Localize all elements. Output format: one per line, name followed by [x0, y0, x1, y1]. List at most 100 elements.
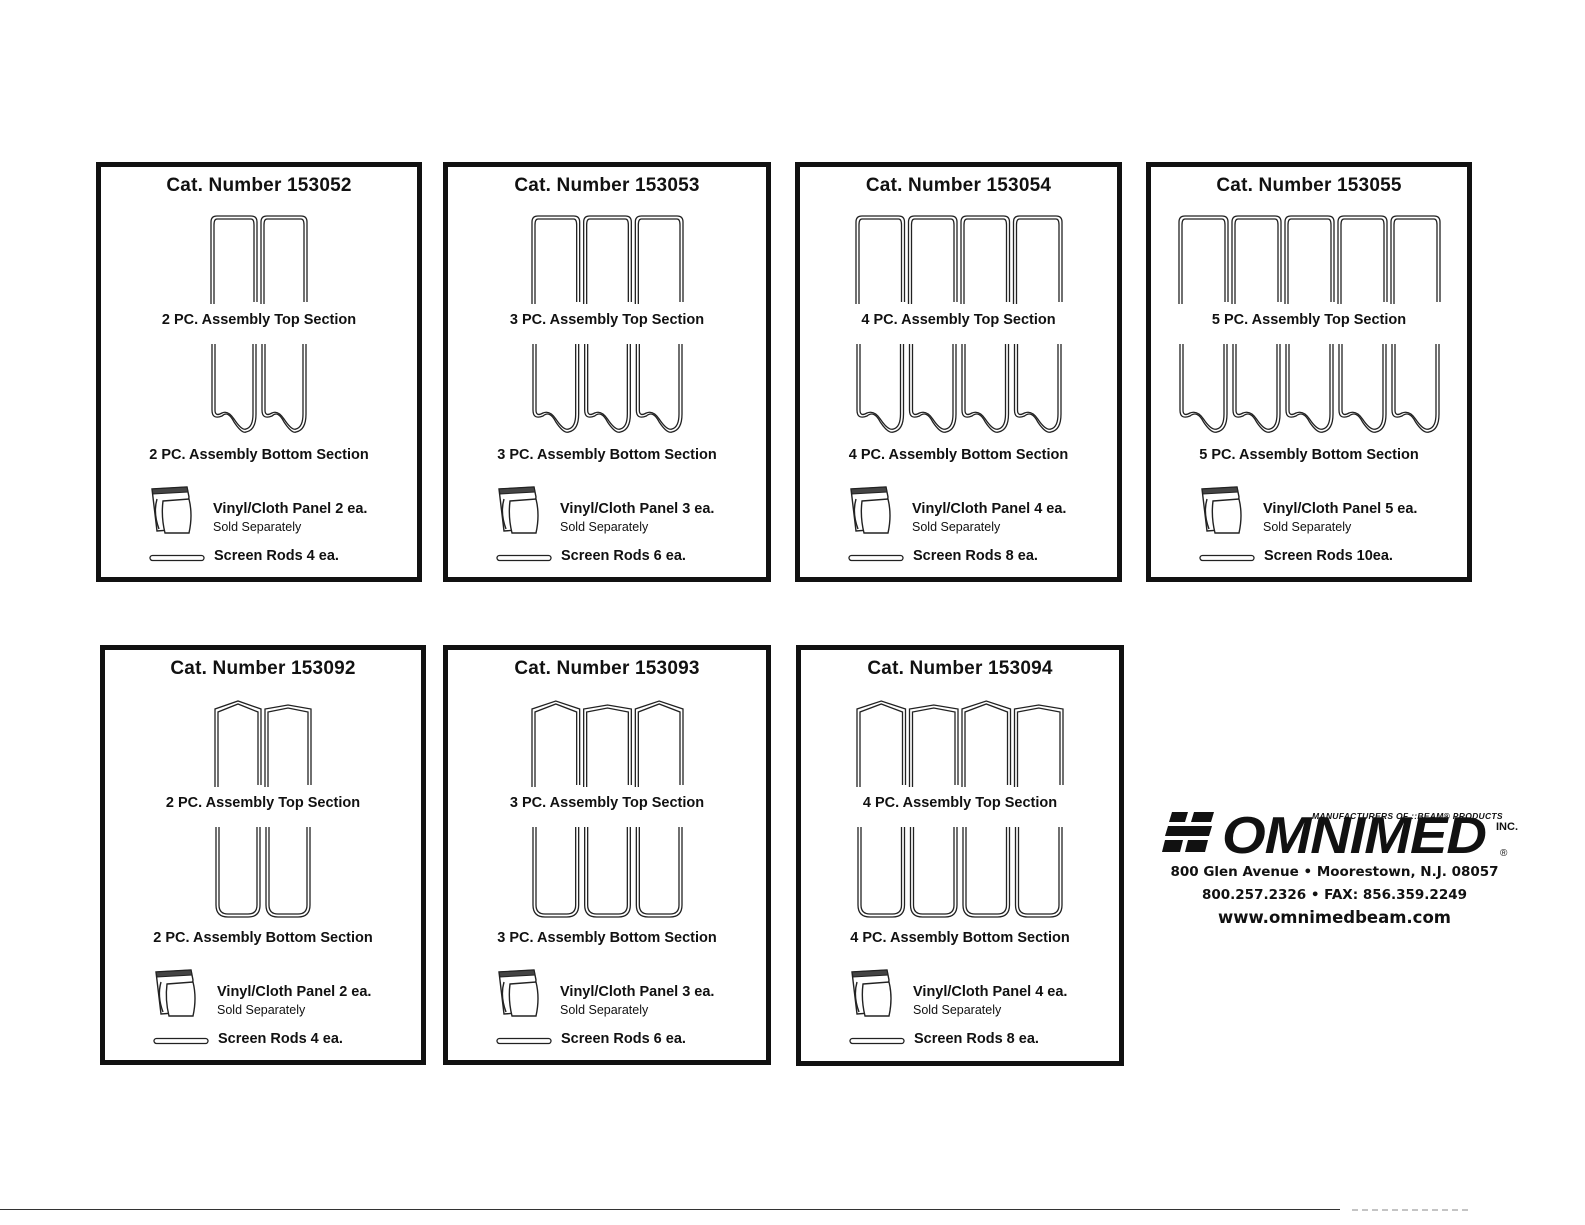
vinyl-panel-icon [151, 486, 192, 534]
product-card-153052: Cat. Number 153052 2 PC. Assembly Top Sec… [96, 162, 422, 582]
top-frame-panel [583, 215, 632, 304]
top-section-label: 2 PC. Assembly Top Section [165, 795, 361, 811]
vinyl-panel-icon [850, 486, 891, 534]
bottom-section-label: 3 PC. Assembly Bottom Section [497, 447, 717, 463]
bottom-frame-panel [584, 344, 631, 433]
top-frame-panel [1337, 215, 1388, 304]
bottom-section-frame [532, 827, 683, 918]
bottom-frame-panel [961, 344, 1010, 433]
bottom-section-frame [857, 827, 1063, 918]
bottom-frame-panel [1014, 827, 1063, 918]
omnimed-emblem-icon [1162, 812, 1214, 852]
vinyl-panel-label: Vinyl/Cloth Panel 2 ea. [213, 501, 368, 517]
sold-separately-note: Sold Separately [913, 1003, 1002, 1017]
bottom-section-label: 2 PC. Assembly Bottom Section [153, 930, 373, 946]
bottom-frame-panel [532, 344, 580, 433]
sold-separately-note: Sold Separately [560, 1003, 649, 1017]
vinyl-panel-label: Vinyl/Cloth Panel 3 ea. [560, 501, 715, 517]
top-section-frame [531, 215, 684, 304]
screen-rod-icon [849, 1037, 905, 1045]
bottom-frame-panel [1232, 344, 1281, 433]
bottom-section-frame [211, 344, 307, 433]
bottom-section-label: 4 PC. Assembly Bottom Section [850, 930, 1070, 946]
product-card-153053: Cat. Number 153053 3 PC. Assembly Top Sec… [443, 162, 771, 582]
logo-inc: INC. [1496, 821, 1518, 833]
top-section-frame [1178, 215, 1441, 304]
bottom-frame-panel [1285, 344, 1334, 433]
top-section-frame [210, 215, 308, 304]
product-card-153094: Cat. Number 153094 4 PC. Assembly Top Sec… [796, 645, 1124, 1066]
card-cat-number: Cat. Number 153093 [514, 658, 700, 679]
screen-rod-icon [153, 1037, 209, 1045]
bottom-frame-panel [857, 827, 906, 918]
vinyl-panel-icon [851, 969, 892, 1017]
top-section-frame [856, 700, 1064, 787]
bottom-frame-panel [856, 344, 905, 433]
card-cat-number: Cat. Number 153052 [166, 175, 352, 196]
logo-phone-fax: 800.257.2326 • FAX: 856.359.2249 [1201, 887, 1468, 903]
screen-rod-icon [848, 554, 904, 562]
bottom-frame-panel [908, 344, 957, 433]
top-frame-panel [1178, 215, 1229, 304]
top-frame-panel [1012, 215, 1063, 304]
top-frame-panel [210, 215, 258, 304]
top-frame-panel [264, 704, 312, 787]
bottom-frame-panel [635, 827, 683, 918]
logo-registered-mark: ® [1500, 848, 1508, 859]
logo-wordmark: OMNIMED [1222, 807, 1487, 865]
top-frame-panel [634, 700, 684, 787]
top-frame-panel [260, 215, 308, 304]
vinyl-panel-label: Vinyl/Cloth Panel 2 ea. [217, 984, 372, 1000]
bottom-section-label: 4 PC. Assembly Bottom Section [848, 447, 1069, 463]
bottom-frame-panel [584, 827, 631, 918]
sold-separately-note: Sold Separately [560, 520, 649, 534]
bottom-frame-panel [635, 344, 683, 433]
top-section-frame [214, 700, 312, 787]
top-frame-panel [907, 215, 958, 304]
top-section-frame [531, 700, 684, 787]
screen-rod-icon [496, 554, 552, 562]
top-section-label: 3 PC. Assembly Top Section [509, 795, 705, 811]
logo-address: 800 Glen Avenue • Moorestown, N.J. 08057 [1170, 864, 1499, 880]
card-cat-number: Cat. Number 153054 [865, 175, 1052, 196]
screen-rod-icon [496, 1037, 552, 1045]
top-section-frame [855, 215, 1063, 304]
omnimed-logo: MANUFACTURERS OF ::BEAM® PRODUCTS OMNIME… [1162, 800, 1522, 940]
top-frame-panel [960, 215, 1011, 304]
top-section-label: 5 PC. Assembly Top Section [1211, 312, 1407, 328]
top-frame-panel [1284, 215, 1335, 304]
screen-rod-icon [149, 554, 205, 562]
bottom-section-frame [215, 827, 311, 918]
bottom-section-label: 5 PC. Assembly Bottom Section [1199, 447, 1419, 463]
bottom-rule [0, 1209, 1340, 1210]
top-frame-panel [531, 215, 581, 304]
sold-separately-note: Sold Separately [213, 520, 302, 534]
vinyl-panel-icon [155, 969, 196, 1017]
top-frame-panel [855, 215, 906, 304]
top-section-label: 3 PC. Assembly Top Section [509, 312, 705, 328]
footer-mark [1352, 1209, 1472, 1211]
screen-rod-icon [1199, 554, 1255, 562]
top-frame-panel [908, 704, 959, 787]
product-card-153093: Cat. Number 153093 3 PC. Assembly Top Sec… [443, 645, 771, 1065]
screen-rods-label: Screen Rods 6 ea. [561, 548, 686, 564]
bottom-frame-panel [909, 827, 958, 918]
top-section-label: 4 PC. Assembly Top Section [862, 795, 1058, 811]
top-frame-panel [531, 700, 581, 787]
vinyl-panel-label: Vinyl/Cloth Panel 3 ea. [560, 984, 715, 1000]
vinyl-panel-label: Vinyl/Cloth Panel 5 ea. [1263, 501, 1418, 517]
bottom-frame-panel [962, 827, 1011, 918]
bottom-section-frame [532, 344, 683, 433]
screen-rods-label: Screen Rods 6 ea. [561, 1031, 686, 1047]
card-cat-number: Cat. Number 153055 [1216, 175, 1402, 196]
card-cat-number: Cat. Number 153053 [514, 175, 700, 196]
top-frame-panel [1013, 704, 1064, 787]
vinyl-panel-icon [498, 486, 539, 534]
logo-tagline: MANUFACTURERS OF ::BEAM® PRODUCTS [1312, 811, 1503, 821]
bottom-frame-panel [211, 344, 257, 433]
top-section-label: 2 PC. Assembly Top Section [161, 312, 357, 328]
screen-rods-label: Screen Rods 8 ea. [913, 548, 1038, 564]
card-cat-number: Cat. Number 153094 [867, 658, 1053, 679]
